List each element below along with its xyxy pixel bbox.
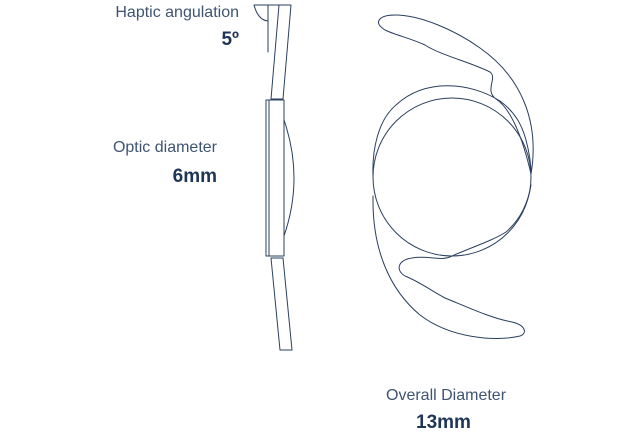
side-optic-curvature xyxy=(283,119,295,237)
front-lower-haptic xyxy=(372,184,532,339)
side-optic-body xyxy=(265,99,285,257)
side-lower-haptic xyxy=(270,257,293,351)
overall-diameter-label: Overall Diameter xyxy=(386,387,507,404)
front-optic xyxy=(372,97,532,257)
lens-front-view xyxy=(372,14,534,339)
optic-diameter-value: 6mm xyxy=(172,166,217,187)
haptic-angulation-value: 5º xyxy=(221,29,239,50)
side-upper-haptic xyxy=(270,4,292,100)
haptic-angulation-label: Haptic angulation xyxy=(115,4,239,21)
lens-side-view xyxy=(253,4,295,351)
optic-diameter-label: Optic diameter xyxy=(112,139,217,156)
overall-diameter-value: 13mm xyxy=(416,412,471,433)
angulation-indicator xyxy=(253,4,280,53)
front-upper-haptic xyxy=(372,14,534,177)
